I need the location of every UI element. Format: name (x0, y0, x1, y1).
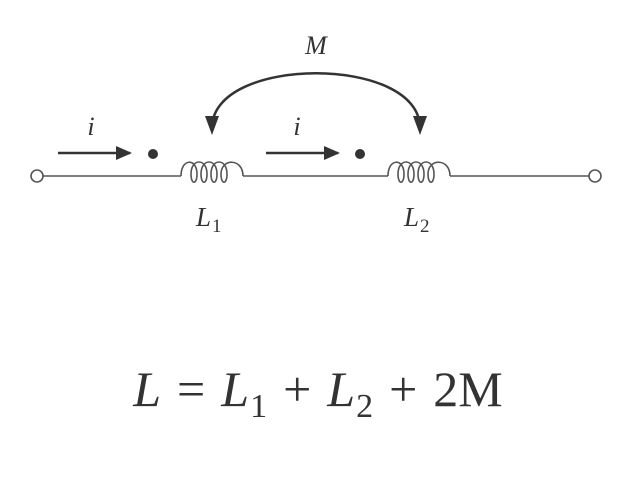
equation-equals: = (177, 361, 205, 417)
current-arrowhead-1 (116, 146, 132, 160)
equation-lhs: L (132, 361, 161, 417)
terminal-left (30, 169, 44, 183)
equation-plus-1: + (283, 361, 311, 417)
equation-term1-sub: 1 (250, 388, 267, 425)
inductor-2-subscript: 2 (420, 216, 430, 237)
mutual-arrowhead-left (205, 116, 219, 135)
equation-plus-2: + (389, 361, 417, 417)
polarity-dot-2 (355, 149, 365, 159)
terminal-right (588, 169, 602, 183)
equation: L=L1+L2+2M (132, 361, 503, 425)
current-label-1: i (87, 112, 94, 141)
equation-term2-sub: 2 (356, 388, 373, 425)
current-label-2: i (293, 112, 300, 141)
inductor-2-label: L2 (403, 202, 430, 237)
inductor-2-coil (387, 161, 451, 184)
mutual-coupling-arc (210, 72, 422, 129)
inductor-1-label: L1 (195, 202, 222, 237)
mutual-arrowhead-right (413, 116, 427, 135)
inductor-1-letter: L (195, 202, 211, 232)
equation-term1: L (220, 361, 249, 417)
mutual-inductance-label: M (304, 31, 328, 60)
inductor-1-coil (180, 161, 244, 184)
inductor-1-subscript: 1 (212, 216, 222, 237)
inductor-2-letter: L (403, 202, 419, 232)
equation-term2: L (326, 361, 355, 417)
polarity-dot-1 (148, 149, 158, 159)
current-arrowhead-2 (324, 146, 340, 160)
equation-term3: 2M (433, 361, 502, 417)
